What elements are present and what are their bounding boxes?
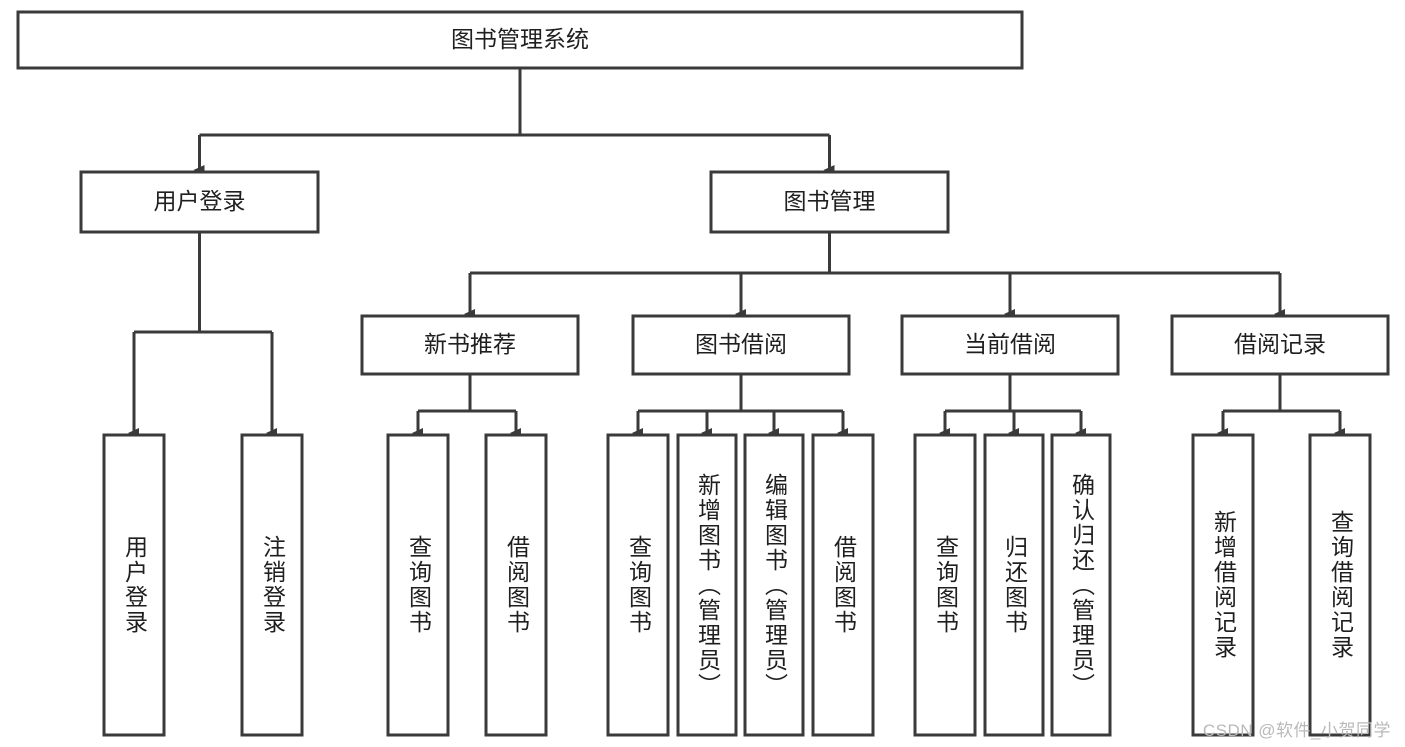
node-level3-图书借阅-label: 图书借阅 (695, 331, 787, 357)
node-leaf-11-新增借阅记录[interactable] (1191, 433, 1255, 737)
node-level3-新书推荐[interactable] (360, 314, 580, 376)
node-root-label: 图书管理系统 (451, 26, 589, 52)
node-level3-借阅记录[interactable] (1170, 314, 1390, 376)
node-leaf-0-用户登录[interactable] (102, 433, 166, 737)
node-level3-当前借阅[interactable] (900, 314, 1120, 376)
node-leaf-12-查询借阅记录[interactable] (1308, 433, 1372, 737)
node-leaf-6-编辑图书管理员[interactable] (743, 433, 805, 737)
node-leaf-7-借阅图书[interactable] (811, 433, 875, 737)
node-level3-图书借阅[interactable] (631, 314, 851, 376)
node-leaf-1-注销登录[interactable] (240, 433, 304, 737)
node-level2-用户登录-label: 用户登录 (154, 188, 246, 214)
watermark-text: CSDN @软件_小贺同学 (1202, 721, 1391, 740)
node-leaf-10-确认归还管理员[interactable] (1050, 433, 1112, 737)
node-leaf-2-查询图书[interactable] (386, 433, 450, 737)
node-boxes (16, 10, 1390, 737)
node-leaf-4-查询图书[interactable] (606, 433, 670, 737)
node-leaf-3-借阅图书[interactable] (484, 433, 548, 737)
node-leaf-5-新增图书管理员[interactable] (676, 433, 738, 737)
node-level3-新书推荐-label: 新书推荐 (424, 331, 516, 357)
node-level3-当前借阅-label: 当前借阅 (964, 331, 1056, 357)
node-leaf-9-归还图书[interactable] (983, 433, 1045, 737)
node-level2-图书管理[interactable] (709, 170, 950, 234)
node-root[interactable] (16, 10, 1024, 70)
node-level2-用户登录[interactable] (79, 170, 320, 234)
node-level2-图书管理-label: 图书管理 (784, 188, 876, 214)
node-level3-借阅记录-label: 借阅记录 (1234, 331, 1326, 357)
node-leaf-8-查询图书[interactable] (913, 433, 977, 737)
connector-lines (128, 68, 1345, 438)
